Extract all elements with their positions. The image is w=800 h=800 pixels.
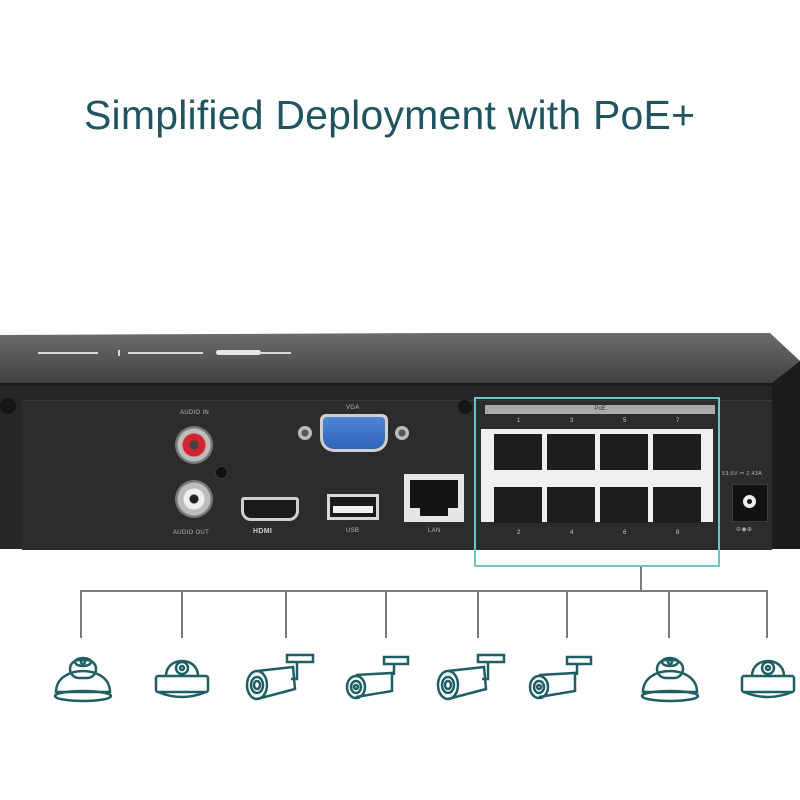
poe-port-5[interactable] — [600, 434, 648, 470]
hdmi-label: HDMI — [253, 528, 273, 535]
poe-port-4[interactable] — [547, 487, 595, 523]
audio-out-label: AUDIO OUT — [173, 530, 210, 536]
brand-logo — [38, 350, 291, 358]
poe-port-number: 3 — [570, 418, 574, 424]
lan-label: LAN — [428, 528, 441, 534]
nvr-top-panel — [0, 333, 800, 387]
poe-port-6[interactable] — [600, 487, 648, 523]
hdmi-port[interactable] — [241, 497, 299, 521]
poe-port-1[interactable] — [494, 434, 542, 470]
vga-port[interactable] — [320, 414, 388, 452]
usb-port[interactable] — [327, 494, 379, 520]
bullet-camera-icon — [528, 655, 593, 700]
poe-port-8[interactable] — [653, 487, 701, 523]
vga-label: VGA — [346, 405, 360, 411]
poe-port-number: 1 — [517, 418, 521, 424]
bullet-camera-icon — [436, 653, 506, 701]
lan-port[interactable] — [404, 474, 464, 522]
bullet-camera-icon — [245, 653, 315, 701]
drop-line — [285, 590, 287, 638]
poe-port-number: 7 — [676, 418, 680, 424]
usb-label: USB — [346, 528, 360, 534]
audio-in-port[interactable] — [175, 426, 213, 464]
vga-screw-right — [395, 426, 409, 440]
bullet-camera-icon — [345, 655, 410, 700]
poe-port-number: 5 — [623, 418, 627, 424]
screw-hole-right — [458, 400, 472, 414]
turret-camera-icon — [53, 656, 113, 703]
ground-screw — [215, 466, 228, 479]
dome-camera-icon — [154, 659, 210, 699]
drop-line — [385, 590, 387, 638]
screw-hole-left — [0, 398, 16, 414]
poe-port-7[interactable] — [653, 434, 701, 470]
drop-line — [566, 590, 568, 638]
turret-camera-icon — [640, 656, 700, 703]
audio-in-label: AUDIO IN — [180, 410, 210, 416]
power-rating-label: 53.5V ⎓ 2.43A — [722, 471, 763, 477]
poe-port-2[interactable] — [494, 487, 542, 523]
drop-line — [80, 590, 82, 638]
drop-line — [766, 590, 768, 638]
bus-line — [80, 590, 768, 592]
poe-label-bar: PoE — [485, 405, 715, 414]
power-jack[interactable] — [732, 484, 768, 522]
poe-port-number: 2 — [517, 530, 521, 536]
drop-line — [181, 590, 183, 638]
dome-camera-icon — [740, 659, 796, 699]
poe-port-number: 6 — [623, 530, 627, 536]
poe-port-3[interactable] — [547, 434, 595, 470]
poe-port-number: 8 — [676, 530, 680, 536]
poe-port-number: 4 — [570, 530, 574, 536]
headline: Simplified Deployment with PoE+ — [84, 92, 696, 138]
poe-highlight-box — [474, 397, 720, 567]
power-polarity-label: ⊖◉⊕ — [736, 527, 753, 533]
trunk-line-vertical — [640, 567, 642, 591]
vga-screw-left — [298, 426, 312, 440]
drop-line — [477, 590, 479, 638]
drop-line — [668, 590, 670, 638]
audio-out-port[interactable] — [175, 480, 213, 518]
right-side-edge — [772, 386, 800, 549]
